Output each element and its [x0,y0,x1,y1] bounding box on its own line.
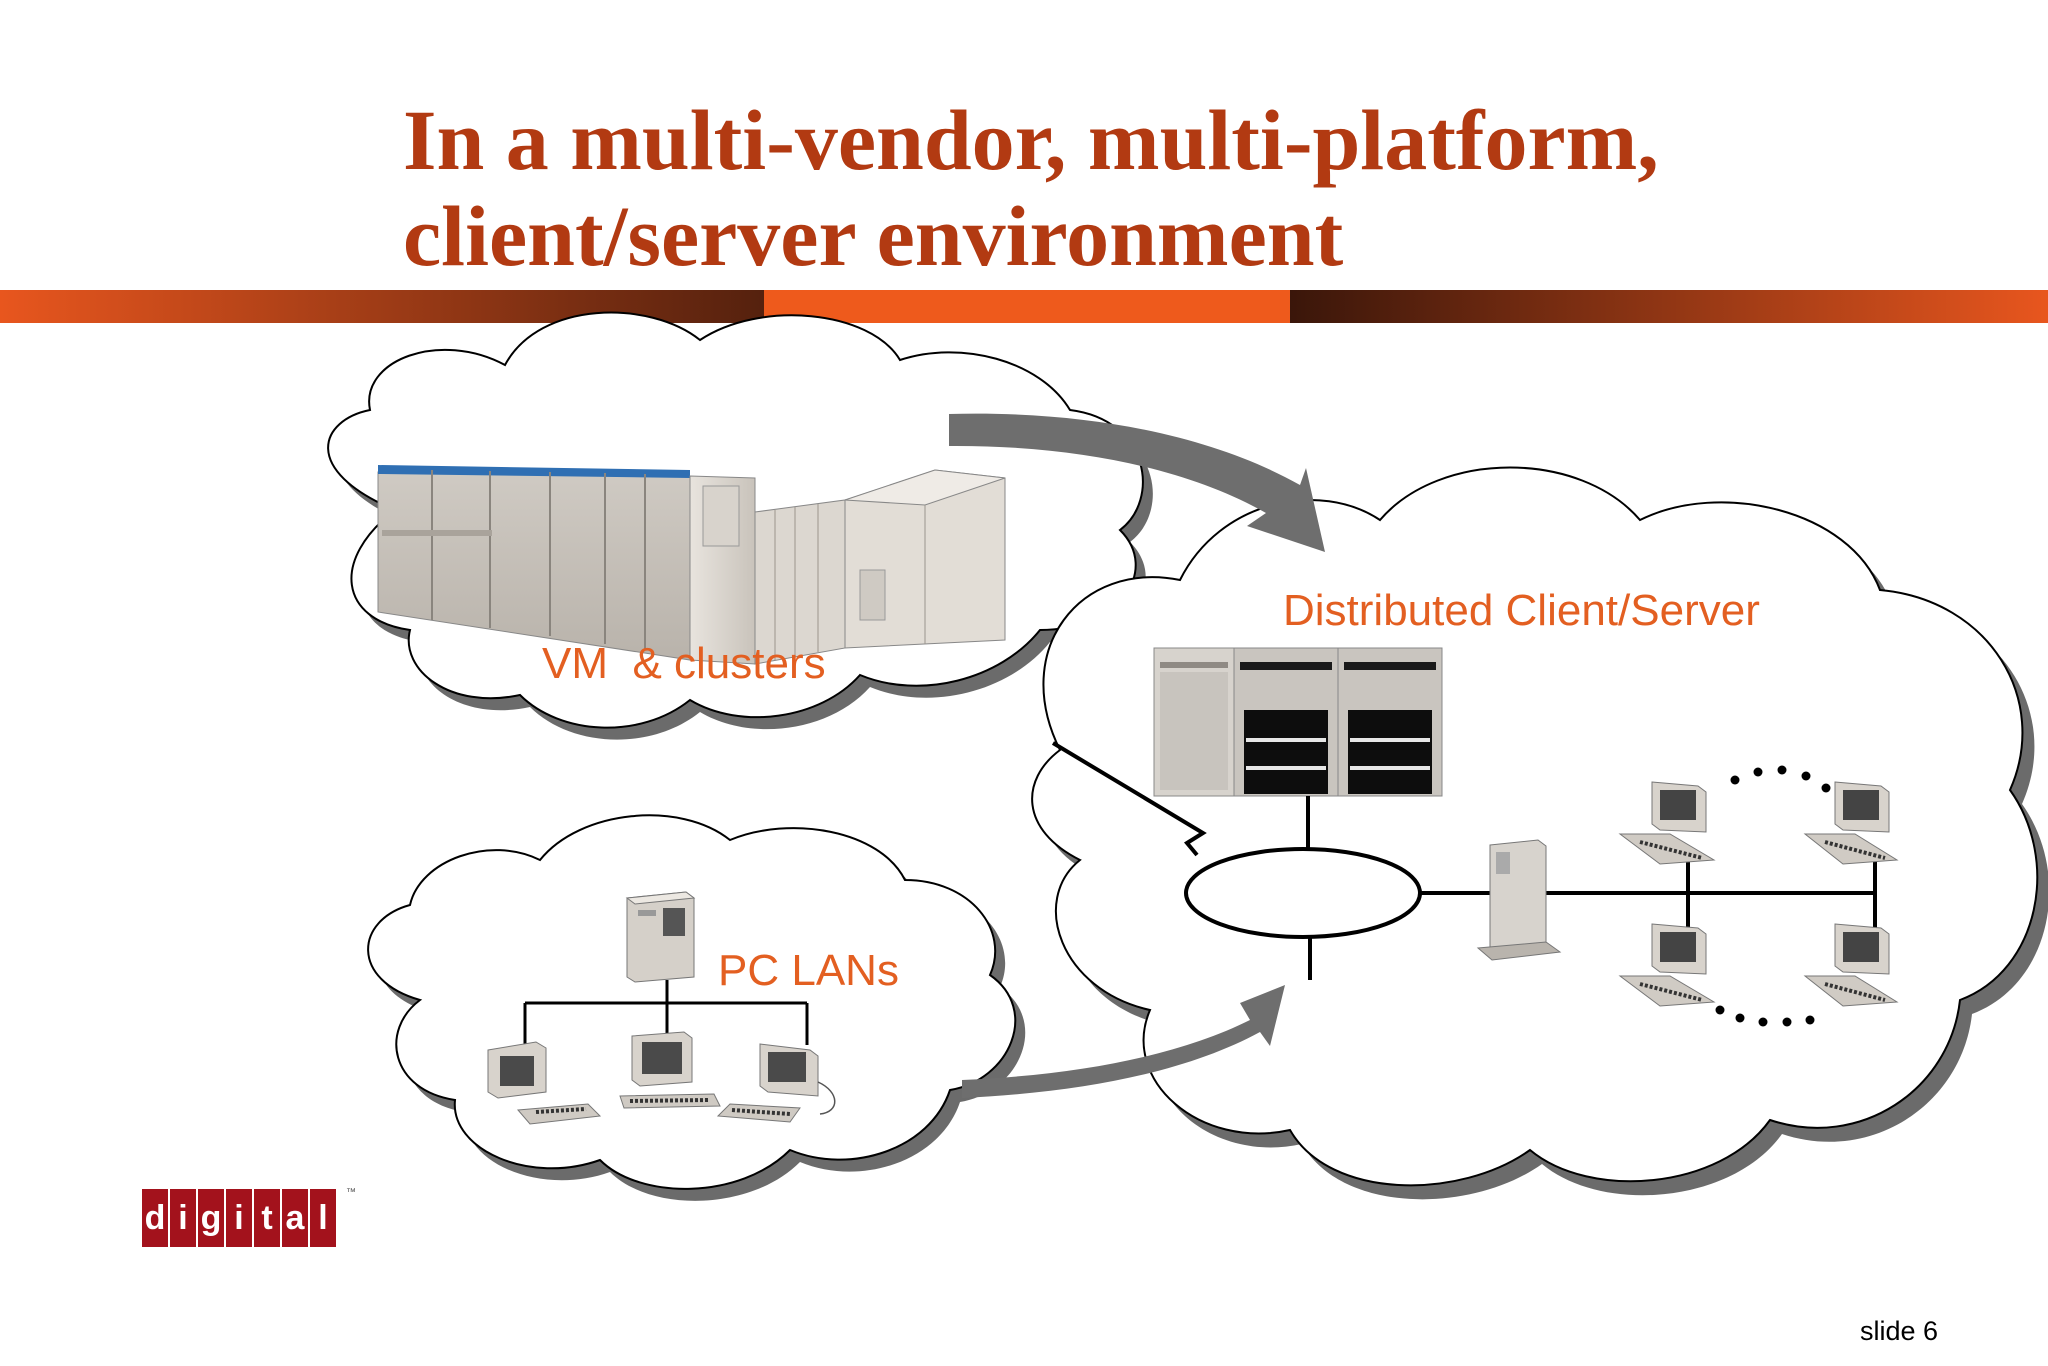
title-line-2: client/server environment [403,188,1344,284]
logo-letter: t [254,1189,280,1247]
logo-letter: a [282,1189,308,1247]
logo-letter: i [226,1189,252,1247]
cloud-vm-clusters: VM & clusters [327,311,1153,740]
cloud-label-distributed-client-server: Distributed Client/Server [1283,586,1760,635]
cloud-pc-lans: PC LANs [367,814,1026,1201]
arrow-pc-lans-to-distributed [962,985,1285,1098]
cloud-label-vm-clusters: VM & clusters [542,639,826,688]
ellipsis-dots [1715,765,1831,1027]
pc-server-tower-icon [625,891,696,983]
arrow-vm-to-distributed [949,413,1325,552]
workstation-icon [1618,923,1716,1007]
logo-letter: i [170,1189,196,1247]
slide-title: In a multi-vendor, multi-platform, clien… [403,92,1963,284]
tower-server-icon [1476,839,1562,961]
title-divider-bar [0,290,2048,323]
pc-workstation-icon [487,1041,602,1125]
logo-letter: l [310,1189,336,1247]
workstation-icon [1803,781,1899,865]
pc-workstation-icon [716,1043,836,1123]
cloud-distributed-client-server: Distributed Client/Server [1031,466,2048,1200]
logo-letter: g [198,1189,224,1247]
workstation-icon [1803,923,1899,1007]
logo-letter: d [142,1189,168,1247]
trademark-symbol: ™ [346,1187,356,1198]
digital-logo: d i g i t a l ™ [142,1187,356,1249]
lan-cable-icon [523,980,809,1045]
pc-workstation-icon [619,1031,721,1109]
cloud-label-pc-lans: PC LANs [718,946,899,995]
server-cabinets-icon [1153,647,1443,797]
slide-number: slide 6 [1860,1316,1939,1346]
mainframe-cluster-icon [377,465,1006,665]
workstation-icon [1618,781,1716,865]
title-line-1: In a multi-vendor, multi-platform, [403,92,1659,188]
